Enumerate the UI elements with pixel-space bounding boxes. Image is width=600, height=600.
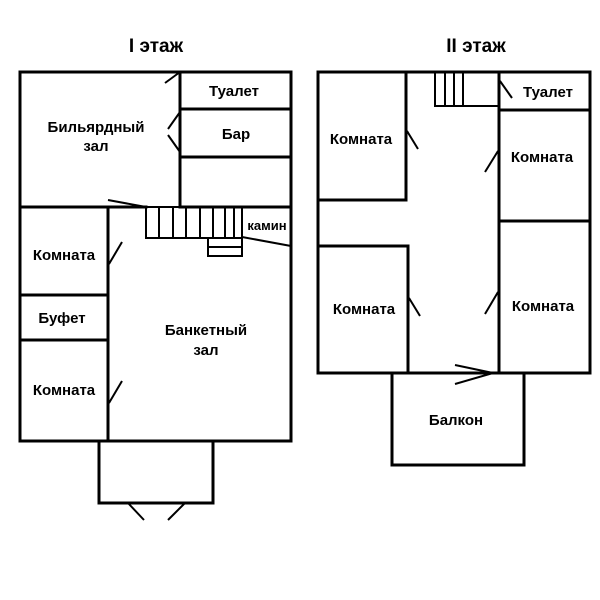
label-toilet-2: Туалет [523,84,573,101]
label-buffet: Буфет [38,310,85,327]
floor-1-outer-wall [18,70,293,443]
door-bar [167,111,181,130]
porch-step-left [127,502,145,521]
door-room-bottom-right [484,291,499,315]
floor-2-title: II этаж [446,36,506,57]
door-room-upper [108,241,123,265]
label-room-bottom-right: Комната [512,298,575,315]
label-fireplace: камин [247,218,286,233]
balcony [390,371,526,467]
wall [316,244,410,375]
door-room-lower [108,380,123,404]
porch [97,439,215,505]
label-balcony: Балкон [429,412,483,429]
door-billiard-hall [107,199,147,208]
door-billiard [167,134,181,153]
label-room-bottom-left: Комната [333,301,396,318]
label-room-top-left: Комната [330,131,393,148]
wall [316,70,408,202]
door-room-top-left [406,130,419,150]
door-room-top-right [484,150,499,173]
staircase-1 [145,206,243,257]
floor-1: I этаж [18,36,293,521]
fireplace-wall [241,236,292,247]
label-room-lower: Комната [33,382,96,399]
porch-step-right [167,502,186,521]
floor-1-title: I этаж [129,36,184,57]
staircase-2 [434,72,499,107]
door-toilet-2 [499,80,513,99]
label-bar: Бар [222,126,250,143]
floor-2: II этаж Комната Туалет Комната Комната [316,36,592,467]
door-toilet [164,71,181,84]
label-toilet: Туалет [209,83,259,100]
door-balcony [454,364,494,385]
door-room-bottom-left [408,297,421,317]
label-room-top-right: Комната [511,149,574,166]
label-room-upper: Комната [33,247,96,264]
